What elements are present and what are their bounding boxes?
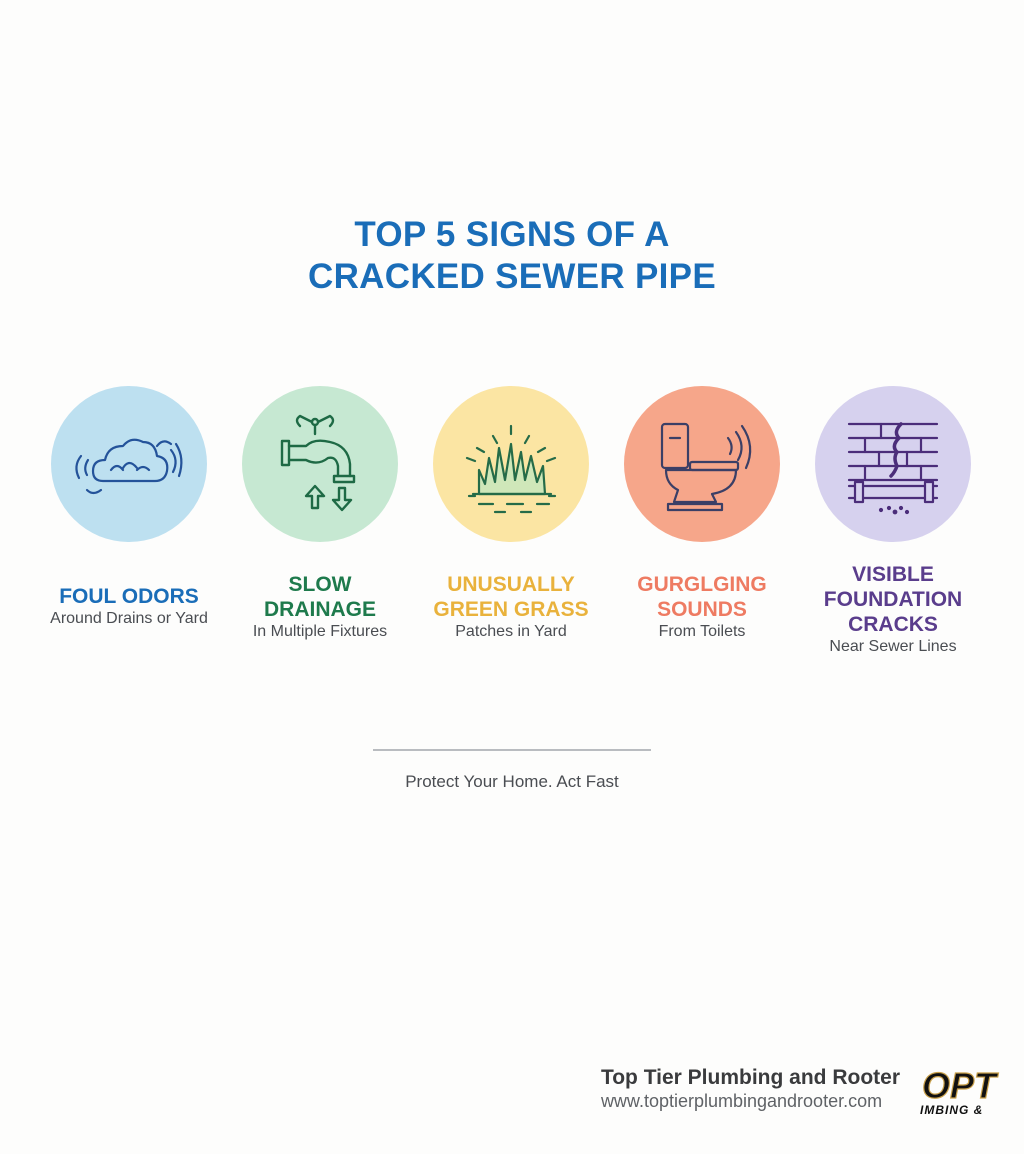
- divider: [373, 749, 651, 751]
- icon-circle: [242, 386, 398, 542]
- sign-green-grass: UNUSUALLY GREEN GRASS Patches in Yard: [415, 386, 607, 640]
- cracked-wall-icon: [847, 422, 939, 515]
- sign-text: SLOW DRAINAGE In Multiple Fixtures: [204, 572, 436, 642]
- sign-text: GURGLGING SOUNDS From Toilets: [586, 572, 818, 642]
- icon-circle: [51, 386, 207, 542]
- gurgling-toilet-icon: [660, 422, 752, 512]
- sign-text: UNUSUALLY GREEN GRASS Patches in Yard: [395, 572, 627, 642]
- sign-label: SLOW DRAINAGE: [263, 573, 376, 621]
- icon-circle: [433, 386, 589, 542]
- sign-text: FOUL ODORS Around Drains or Yard: [13, 584, 245, 629]
- brand-block: Top Tier Plumbing and Rooter www.toptier…: [601, 1066, 900, 1112]
- company-logo: OPT IMBING &: [920, 1066, 1002, 1118]
- svg-text:OPT: OPT: [922, 1066, 999, 1106]
- logo-mark-icon: OPT IMBING &: [920, 1066, 1000, 1117]
- sign-foul-odors: FOUL ODORS Around Drains or Yard: [33, 386, 225, 627]
- sign-subtitle: Patches in Yard: [455, 623, 567, 640]
- sign-label: UNUSUALLY GREEN GRASS: [433, 573, 589, 621]
- sign-gurgling-sounds: GURGLGING SOUNDS From Toilets: [606, 386, 798, 640]
- svg-text:IMBING &: IMBING &: [920, 1103, 983, 1117]
- sign-label: FOUL ODORS: [59, 585, 199, 608]
- icon-circle: [815, 386, 971, 542]
- title-line-1: TOP 5 SIGNS OF A: [354, 215, 670, 254]
- sign-subtitle: Around Drains or Yard: [50, 610, 208, 627]
- title-line-2: CRACKED SEWER PIPE: [308, 257, 716, 296]
- green-grass-icon: [465, 424, 557, 514]
- company-name: Top Tier Plumbing and Rooter: [600, 1066, 900, 1089]
- company-url[interactable]: www.toptierplumbingandrooter.com: [600, 1091, 883, 1111]
- page-title: TOP 5 SIGNS OF A CRACKED SEWER PIPE: [0, 214, 1024, 298]
- sign-subtitle: In Multiple Fixtures: [252, 623, 388, 640]
- sign-subtitle: Near Sewer Lines: [829, 638, 957, 655]
- icon-circle: [624, 386, 780, 542]
- cloud-odor-icon: [75, 438, 183, 495]
- sign-subtitle: From Toilets: [658, 623, 746, 640]
- faucet-drain-icon: [280, 414, 356, 512]
- sign-label: VISIBLE FOUNDATION CRACKS: [823, 563, 963, 636]
- sign-label: GURGLGING SOUNDS: [637, 573, 767, 621]
- sign-foundation-cracks: VISIBLE FOUNDATION CRACKS Near Sewer Lin…: [797, 386, 989, 655]
- sign-text: VISIBLE FOUNDATION CRACKS Near Sewer Lin…: [777, 562, 1009, 657]
- tagline: Protect Your Home. Act Fast: [405, 772, 619, 791]
- sign-slow-drainage: SLOW DRAINAGE In Multiple Fixtures: [224, 386, 416, 640]
